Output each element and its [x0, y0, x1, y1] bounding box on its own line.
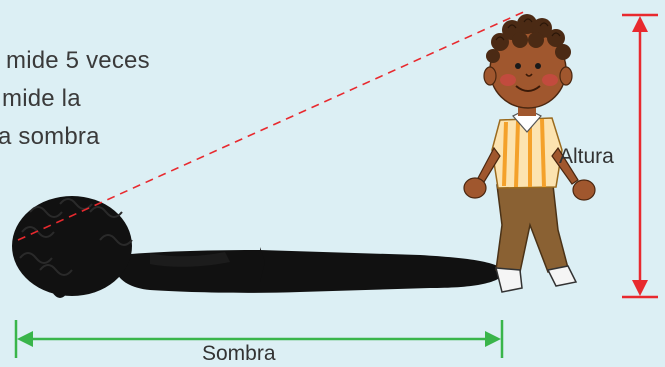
caption-line-2: mide la: [0, 80, 150, 118]
caption-text: mide 5 veces mide la a sombra: [0, 42, 150, 156]
shadow-label: Sombra: [202, 342, 276, 366]
caption-line-3: a sombra: [0, 118, 150, 156]
boy-shadow: [12, 196, 505, 298]
height-arrow: [622, 15, 658, 297]
caption-line-1: mide 5 veces: [0, 42, 150, 80]
height-label: Altura: [559, 145, 614, 169]
